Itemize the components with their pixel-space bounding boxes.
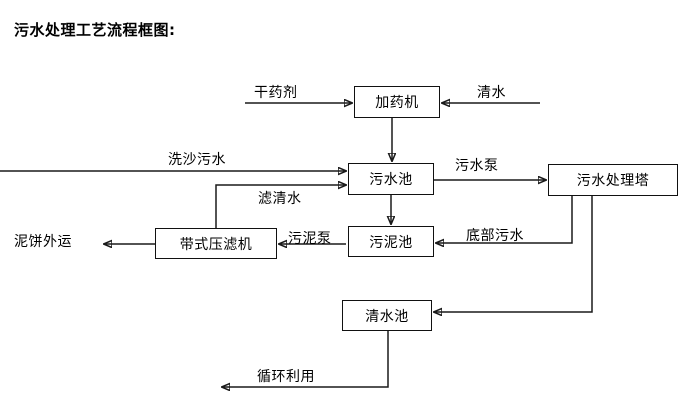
edge-label-bottom-wastewater: 底部污水 [466, 228, 524, 244]
wire-filtered-clear-water [215, 185, 346, 228]
wire-tower-to-clean-water [434, 196, 593, 312]
edge-label-wastewater-pump: 污水泵 [455, 158, 499, 174]
node-clean-water-pool[interactable]: 清水池 [342, 300, 432, 331]
edge-label-sand-wash-wastewater: 洗沙污水 [168, 152, 226, 168]
node-treatment-tower[interactable]: 污水处理塔 [548, 164, 678, 196]
edge-label-mud-cake-out: 泥饼外运 [14, 234, 72, 250]
page-title: 污水处理工艺流程框图: [14, 21, 176, 39]
node-wastewater-pool[interactable]: 污水池 [348, 163, 434, 195]
edge-label-recycle-reuse: 循环利用 [257, 369, 315, 385]
wire-recycle-reuse [222, 331, 389, 387]
node-sludge-pool[interactable]: 污泥池 [348, 226, 434, 257]
node-belt-filter-press[interactable]: 带式压滤机 [155, 228, 277, 259]
edge-label-dry-chemical: 干药剂 [254, 85, 298, 101]
edge-label-filtered-clear-water: 滤清水 [258, 191, 302, 207]
edge-label-clean-water-in: 清水 [477, 85, 506, 101]
edge-label-sludge-pump: 污泥泵 [288, 231, 332, 247]
wire-bottom-wastewater [436, 196, 573, 243]
node-dosing-machine[interactable]: 加药机 [354, 86, 440, 118]
